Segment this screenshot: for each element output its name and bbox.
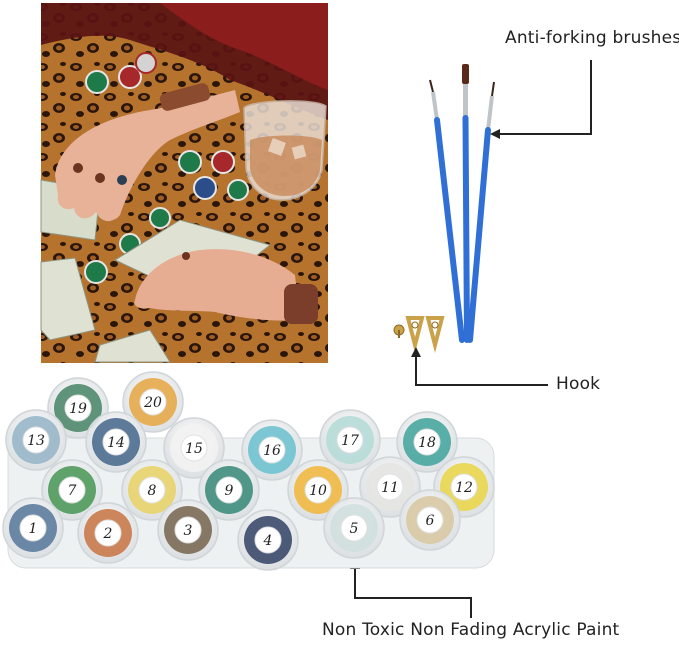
paint-pot: 4 xyxy=(237,509,299,571)
brushes xyxy=(429,64,495,343)
paint-pot-number: 6 xyxy=(426,513,435,529)
paint-pot: 3 xyxy=(157,499,219,561)
poker-chips xyxy=(54,52,249,284)
paint-pot-number: 5 xyxy=(350,521,359,537)
paint-pot: 5 xyxy=(323,497,385,559)
paint-pot-number: 10 xyxy=(309,483,327,499)
paint-pot-number: 20 xyxy=(143,395,162,411)
paint-pot: 6 xyxy=(399,489,461,551)
paint-pot-number: 9 xyxy=(225,483,234,499)
paint-pot: 12 xyxy=(433,456,495,518)
painting-canvas xyxy=(40,3,328,363)
paint-pot: 17 xyxy=(319,409,381,471)
paint-pot-number: 11 xyxy=(381,480,399,496)
brush-left xyxy=(429,79,465,343)
paint-pot: 7 xyxy=(41,459,103,521)
hands xyxy=(55,83,318,324)
paint-pot-number: 15 xyxy=(185,441,203,457)
paint-pot-number: 4 xyxy=(263,533,273,549)
paint-pot: 9 xyxy=(198,459,260,521)
paint-pot: 2 xyxy=(77,502,139,564)
paint-pot-number: 7 xyxy=(68,483,77,499)
paint-pot-number: 18 xyxy=(418,435,436,451)
paint-pot: 20 xyxy=(122,371,184,433)
paint-pot-number: 3 xyxy=(184,523,193,539)
paint-pot-number: 1 xyxy=(29,521,38,537)
hook-hardware xyxy=(393,316,445,353)
paint-pot-number: 19 xyxy=(69,401,87,417)
paint-pot: 8 xyxy=(121,459,183,521)
paint-pot: 10 xyxy=(287,459,349,521)
brushes-label: Anti-forking brushes xyxy=(505,28,679,48)
paint-pot-number: 12 xyxy=(455,480,473,496)
paint-pot: 13 xyxy=(5,409,67,471)
paint-pot-number: 16 xyxy=(263,443,281,459)
paint-pot: 15 xyxy=(163,417,225,479)
paint-pot-number: 2 xyxy=(103,526,113,542)
whiskey-glass xyxy=(243,100,327,201)
hook-label: Hook xyxy=(556,374,601,394)
paint-pot-number: 13 xyxy=(27,433,45,449)
paint-pot: 16 xyxy=(241,419,303,481)
paint-label: Non Toxic Non Fading Acrylic Paint xyxy=(322,620,620,640)
paint-pot: 11 xyxy=(359,456,421,518)
paint-pot-number: 14 xyxy=(107,435,125,451)
paint-pot: 18 xyxy=(396,411,458,473)
brush-right xyxy=(467,81,495,343)
paint-pot: 14 xyxy=(85,411,147,473)
brush-middle xyxy=(462,64,470,343)
paint-pot-number: 8 xyxy=(148,483,157,499)
paint-pot-number: 17 xyxy=(341,433,359,449)
paint-pot: 19 xyxy=(47,377,109,439)
paint-pot: 1 xyxy=(2,497,64,559)
